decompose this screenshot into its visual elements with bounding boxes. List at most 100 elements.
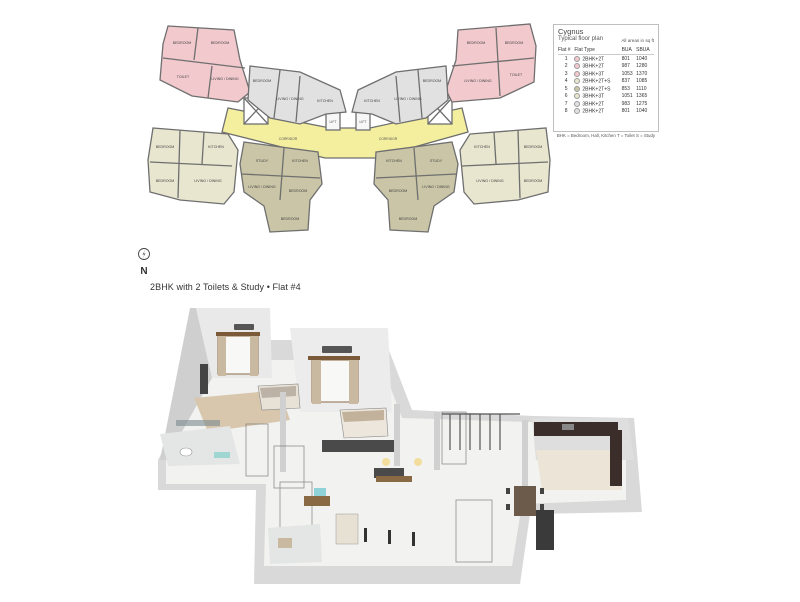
legend-flat-type-text: 3BHK+3T — [582, 70, 605, 77]
bathroom-2 — [268, 524, 322, 564]
legend-color-swatch — [574, 70, 581, 77]
f6-bedroom-2: BEDROOM — [399, 217, 418, 221]
legend-flat-number: 5 — [564, 85, 568, 92]
lift-label-1: LIFT — [330, 120, 337, 124]
flat-title: 2BHK with 2 Toilets & Study • Flat #4 — [150, 282, 301, 292]
legend-flat-type-text: 2BHK+2T+S — [582, 78, 611, 85]
tv-unit-bedroom-1 — [200, 364, 208, 394]
legend-col-sbua: SBUA — [636, 46, 654, 55]
flat-5-olive: STUDY KITCHEN LIVING / DINING BEDROOM BE… — [239, 141, 323, 233]
legend-color-swatch — [574, 108, 581, 115]
f6-study: STUDY — [430, 159, 443, 163]
legend-flat-type-text: 2BHK+2T+S — [582, 85, 611, 92]
legend-flat-type-text: 2BHK+2T — [582, 55, 605, 62]
legend-color-swatch — [574, 55, 581, 62]
f6-kitchen: KITCHEN — [386, 159, 402, 163]
partition-walls — [280, 392, 528, 498]
dining-set — [506, 486, 544, 516]
vanity-left — [214, 452, 230, 458]
balcony-railing — [442, 413, 520, 450]
corridor-label-left: CORRIDOR — [279, 137, 298, 141]
f1-living: LIVING / DINING — [211, 77, 239, 81]
bar-stools — [364, 528, 415, 546]
f8-kitchen: KITCHEN — [317, 99, 333, 103]
legend-color-swatch — [574, 63, 581, 70]
legend-flat-type: 3BHK+2T — [574, 100, 621, 108]
legend-flat-type: 2BHK+2T+S — [574, 78, 621, 86]
legend-bua: 853 — [621, 85, 630, 92]
legend-sbua: 1280 — [636, 63, 648, 70]
f7-living: LIVING / DINING — [476, 179, 504, 183]
legend-area-note: All areas in sq ft — [621, 38, 654, 43]
legend-col-type: Flat Type — [574, 46, 622, 55]
legend-bua: 1053 — [621, 70, 633, 77]
legend-row: 4 2BHK+2T+S 837 1085 — [558, 78, 654, 86]
f8-living: LIVING / DINING — [276, 97, 304, 101]
flat-type-legend: Cygnus Typical floor plan All areas in s… — [553, 24, 659, 138]
legend-flat-number: 1 — [564, 55, 568, 62]
f4-bedroom-1: BEDROOM — [156, 145, 175, 149]
bathroom-glass-left — [176, 420, 220, 426]
legend-color-swatch — [574, 93, 581, 100]
legend-flat-type: 3BHK+3T — [574, 93, 621, 101]
f3-bedroom: BEDROOM — [423, 79, 442, 83]
f4-kitchen: KITCHEN — [208, 145, 224, 149]
f4-living: LIVING / DINING — [194, 179, 222, 183]
f1-toilet: TOILET — [177, 75, 190, 79]
legend-bua: 987 — [621, 63, 630, 70]
legend-flat-type-text: 3BHK+2T — [582, 101, 605, 108]
legend-flat-type-text: 2BHK+2T — [582, 108, 605, 115]
legend-sbua: 1275 — [636, 100, 648, 107]
bed-1 — [257, 383, 301, 411]
sofa-living — [335, 513, 359, 545]
legend-row: 5 2BHK+2T+S 853 1110 — [558, 85, 654, 93]
legend-flat-number: 4 — [564, 78, 568, 85]
legend-bua: 1051 — [621, 93, 633, 100]
legend-color-swatch — [574, 100, 581, 107]
legend-flat-number: 7 — [564, 100, 568, 107]
north-arrow-icon — [138, 248, 150, 260]
f5-living: LIVING / DINING — [248, 185, 276, 189]
wardrobe-bedroom-2 — [322, 440, 396, 452]
legend-flat-type: 2BHK+2T+S — [574, 85, 621, 93]
legend-sbua: 1365 — [636, 93, 648, 100]
legend-subtitle: Typical floor plan — [558, 36, 604, 42]
corridor-label-right: CORRIDOR — [379, 137, 398, 141]
floor-plan-drawing: .w { stroke: #6f6f6f; stroke-width: 1.3;… — [147, 23, 551, 233]
legend-bua: 801 — [621, 55, 630, 62]
f2-bedroom-2: BEDROOM — [505, 41, 524, 45]
flat-6-olive: KITCHEN STUDY LIVING / DINING BEDROOM BE… — [373, 141, 459, 233]
f7-kitchen: KITCHEN — [474, 145, 490, 149]
legend-flat-number: 3 — [564, 70, 568, 77]
legend-flat-type: 2BHK+2T — [574, 55, 621, 63]
flat-1-pink: BEDROOM BEDROOM LIVING / DINING TOILET — [159, 25, 251, 103]
f8-bedroom: BEDROOM — [253, 79, 272, 83]
lamps — [382, 458, 422, 466]
legend-flat-type-text: 3BHK+3T — [582, 93, 605, 100]
isometric-render — [158, 308, 642, 584]
f5-kitchen: KITCHEN — [292, 159, 308, 163]
f2-living: LIVING / DINING — [464, 79, 492, 83]
wall-left-side — [160, 308, 212, 460]
f7-bedroom-2: BEDROOM — [524, 179, 543, 183]
tv-unit-living — [374, 468, 404, 478]
north-indicator: N — [137, 247, 151, 277]
window-bedroom-1 — [216, 324, 260, 376]
legend-bua: 837 — [621, 78, 630, 85]
flat-3-grey: BEDROOM LIVING / DINING KITCHEN — [351, 65, 449, 125]
legend-flat-type: 3BHK+3T — [574, 70, 621, 78]
kitchen-counter — [534, 422, 618, 436]
legend-flat-number: 6 — [564, 93, 568, 100]
f5-bedroom-2: BEDROOM — [281, 217, 300, 221]
f2-bedroom-1: BEDROOM — [467, 41, 486, 45]
legend-flat-number: 2 — [564, 63, 568, 70]
legend-sbua: 1110 — [636, 85, 647, 92]
legend-bua: 801 — [621, 108, 630, 115]
f5-bedroom-1: BEDROOM — [289, 189, 308, 193]
legend-flat-type: 3BHK+2T — [574, 63, 621, 71]
legend-sbua: 1085 — [636, 78, 648, 85]
